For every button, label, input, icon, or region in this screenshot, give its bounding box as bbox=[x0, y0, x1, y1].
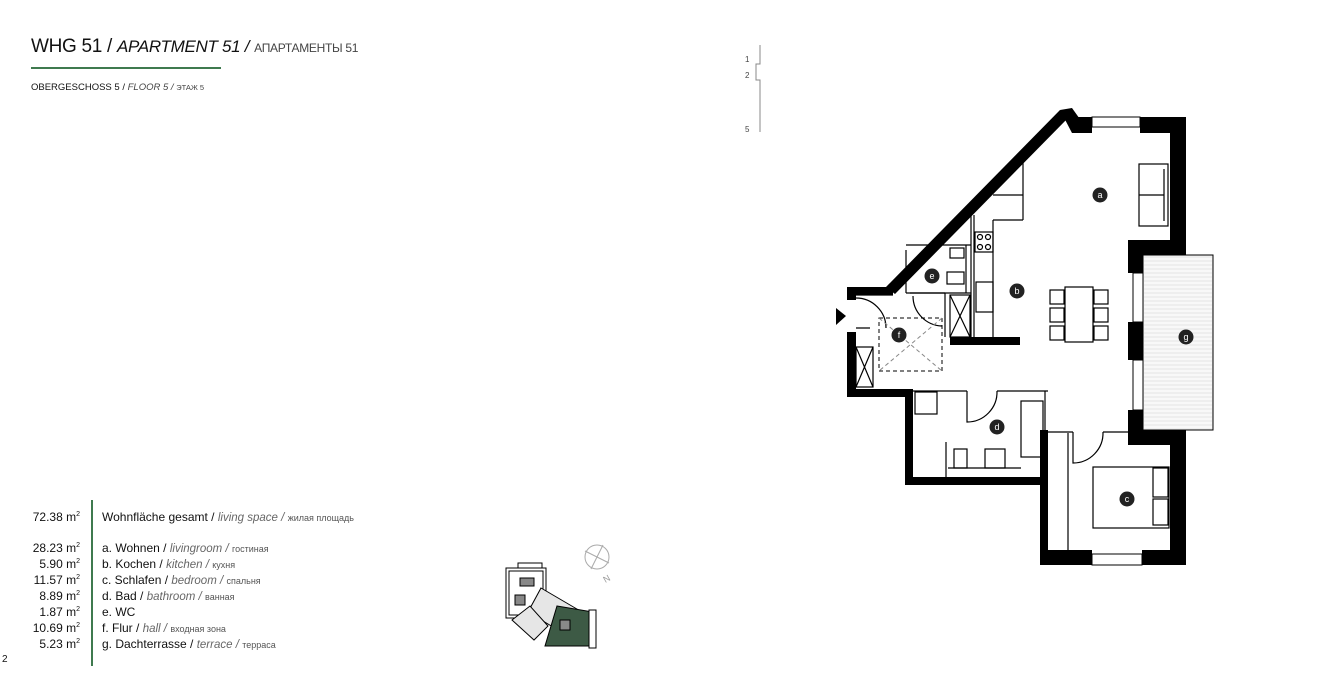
room-label: e. WC bbox=[102, 605, 136, 619]
room-area: 28.23 m2 bbox=[32, 541, 80, 555]
terrace-decking: /* stripes drawn below */ bbox=[1144, 258, 1212, 428]
room-label-d: d bbox=[989, 419, 1005, 435]
room-label: g. Dachterrasse / terrace / терраса bbox=[102, 637, 276, 651]
room-label-f: f bbox=[891, 327, 907, 343]
bathtub bbox=[1020, 400, 1044, 458]
room-area: 8.89 m2 bbox=[39, 589, 80, 603]
floor-subtitle: OBERGESCHOSS 5 / FLOOR 5 / ЭТАЖ 5 bbox=[31, 82, 204, 93]
floor-de: OBERGESCHOSS 5 / bbox=[31, 82, 125, 93]
page-number: 2 bbox=[2, 654, 8, 665]
room-label: a. Wohnen / livingroom / гостиная bbox=[102, 541, 269, 555]
room-label: d. Bad / bathroom / ванная bbox=[102, 589, 235, 603]
total-area: 72.38 m2 bbox=[32, 510, 80, 524]
terrace bbox=[1142, 254, 1214, 431]
window-bedroom bbox=[1091, 553, 1143, 566]
room-label-a: a bbox=[1092, 187, 1108, 203]
terrace-door-2 bbox=[1132, 359, 1144, 411]
window-top bbox=[1091, 116, 1141, 128]
dining-table bbox=[1064, 286, 1094, 343]
room-area: 5.23 m2 bbox=[39, 637, 80, 651]
svg-text:g: g bbox=[1183, 332, 1188, 342]
room-labels: a b c d e f g bbox=[891, 187, 1194, 507]
room-area: 1.87 m2 bbox=[39, 605, 80, 619]
floor-indicator-5: 5 bbox=[745, 125, 750, 134]
page-title: WHG 51 / APARTMENT 51 / АПАРТАМЕНТЫ 51 bbox=[31, 36, 358, 58]
sink bbox=[975, 281, 994, 313]
room-label-c: c bbox=[1119, 491, 1135, 507]
room-label-g: g bbox=[1178, 329, 1194, 345]
room-label-e: e bbox=[924, 268, 940, 284]
title-underline bbox=[31, 67, 221, 69]
floor-indicator-1: 1 bbox=[745, 55, 750, 64]
svg-text:c: c bbox=[1125, 494, 1130, 504]
room-label-b: b bbox=[1009, 283, 1025, 299]
svg-text:e: e bbox=[929, 271, 934, 281]
table-divider bbox=[91, 500, 93, 666]
room-label: b. Kochen / kitchen / кухня bbox=[102, 557, 236, 571]
room-area: 10.69 m2 bbox=[32, 621, 80, 635]
title-en: APARTMENT 51 / bbox=[117, 37, 250, 56]
skylight bbox=[878, 317, 943, 372]
entrance-arrow-icon bbox=[836, 308, 846, 325]
svg-text:b: b bbox=[1014, 286, 1019, 296]
room-label: f. Flur / hall / входная зона bbox=[102, 621, 226, 635]
floor-en: FLOOR 5 / bbox=[127, 82, 174, 93]
total-label: Wohnfläche gesamt / living space / жилая… bbox=[102, 510, 354, 524]
room-area: 5.90 m2 bbox=[39, 557, 80, 571]
terrace-door-1 bbox=[1132, 272, 1144, 323]
floor-plan: /* stripes drawn below */ bbox=[836, 108, 1214, 566]
floor-indicator-2: 2 bbox=[745, 71, 750, 80]
svg-text:a: a bbox=[1097, 190, 1102, 200]
compass-icon: N bbox=[584, 544, 612, 585]
diagonal-wall bbox=[886, 110, 1068, 294]
floor-indicator-line bbox=[755, 45, 761, 132]
floor-ru: ЭТАЖ 5 bbox=[176, 83, 205, 92]
sofa bbox=[1138, 163, 1169, 227]
site-plan-thumbnail bbox=[505, 562, 597, 649]
svg-text:f: f bbox=[898, 330, 901, 340]
title-ru: АПАРТАМЕНТЫ 51 bbox=[254, 41, 359, 55]
title-de: WHG 51 / bbox=[31, 36, 113, 57]
room-area: 11.57 m2 bbox=[33, 573, 80, 587]
room-label: c. Schlafen / bedroom / спальня bbox=[102, 573, 261, 587]
bed bbox=[1092, 466, 1170, 529]
svg-text:d: d bbox=[994, 422, 999, 432]
compass-north-label: N bbox=[601, 573, 612, 585]
